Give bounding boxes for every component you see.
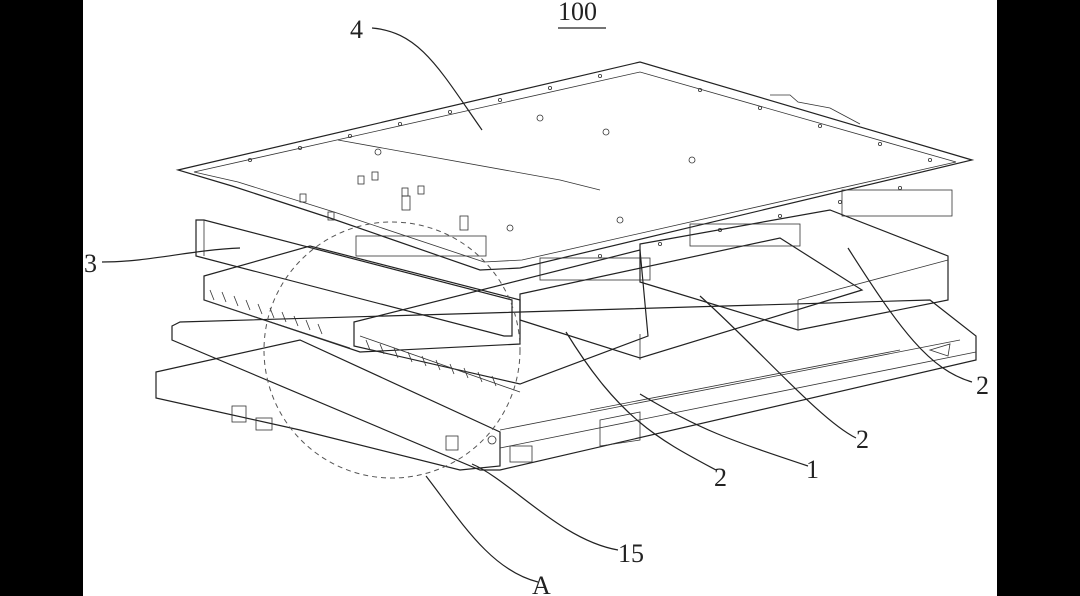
side-plate — [195, 219, 513, 337]
label-module-mid: 2 — [714, 463, 727, 492]
label-tray: 1 — [806, 455, 819, 484]
tray — [171, 299, 977, 471]
cell-hatching — [209, 289, 497, 387]
label-top-cover: 4 — [350, 15, 363, 44]
drawing-sheet: 100 — [83, 0, 997, 596]
top-cover — [175, 61, 975, 271]
label-side-plate: 3 — [84, 249, 97, 278]
label-front-part: 15 — [618, 539, 644, 568]
battery-module-mid — [519, 237, 864, 360]
label-module-right: 2 — [976, 371, 989, 400]
leader-lines — [101, 27, 973, 583]
connector-combs — [355, 189, 953, 281]
detail-circle-a — [263, 221, 521, 479]
exploded-view-drawing: 100 — [84, 0, 989, 596]
battery-module-right — [639, 209, 949, 331]
label-module-mid-right: 2 — [856, 425, 869, 454]
front-part — [155, 339, 501, 471]
label-detail-a: A — [532, 571, 551, 596]
figure-number: 100 — [558, 0, 597, 26]
